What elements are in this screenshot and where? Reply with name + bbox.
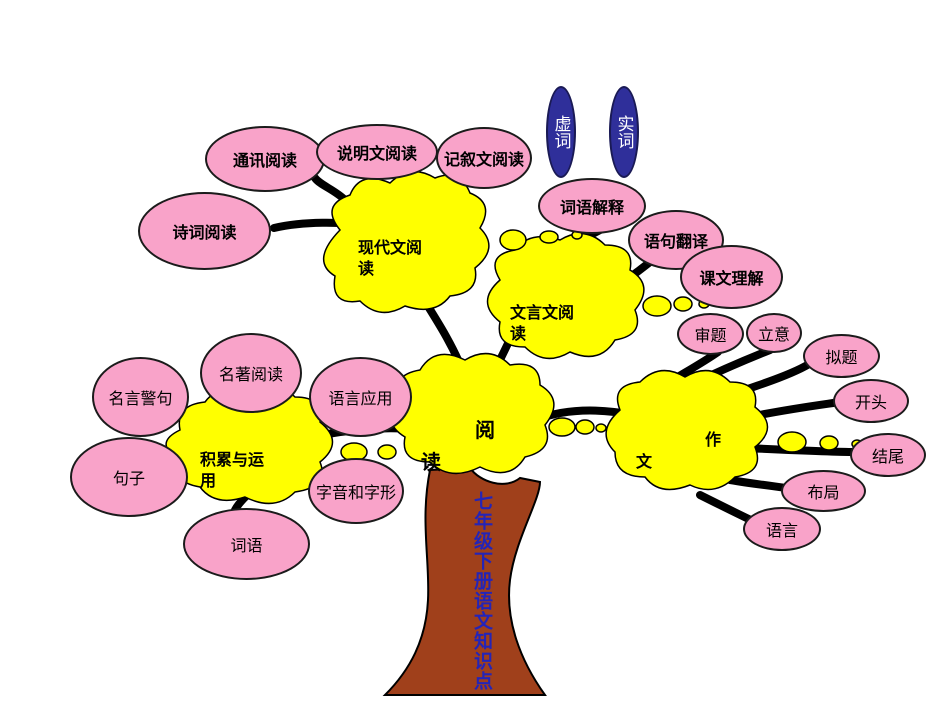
node-yuju-fanyi: 语句翻译 [628,210,724,270]
node-jixuwen-reading: 记叙文阅读 [436,127,532,189]
node-shenti: 审题 [677,313,744,355]
node-xuci: 虚词 [546,86,576,178]
node-ziyin-zixing: 字音和字形 [308,458,404,524]
bubble [548,417,576,437]
node-buju: 布局 [781,470,866,512]
bubble [377,444,397,460]
bubble [595,423,607,433]
node-yuyan: 语言 [743,507,821,551]
bubble [499,229,527,251]
node-mingzhu-reading: 名著阅读 [200,333,302,413]
bubble [642,295,672,317]
label-classical-reading: 文言文阅 读 [510,303,575,343]
label-accumulation: 积累与运 用 [200,450,265,490]
tree-trunk [382,466,547,696]
bubble [575,419,595,435]
cloud-center-reading [390,352,555,475]
node-niti: 拟题 [803,334,880,378]
bubble [673,296,693,312]
bubble [819,435,839,451]
node-ciyu-jieshi: 词语解释 [538,178,646,234]
label-writing-zuo: 作 [705,430,722,449]
label-modern-reading: 现代文阅 读 [358,238,423,278]
cloud-modern-reading [323,170,490,314]
label-center-du: 读 [421,450,441,474]
trunk-title: 七年级下册语文知识点 [471,491,493,691]
label-center-yue: 阅 [475,418,495,442]
node-shuomingwen-reading: 说明文阅读 [316,124,438,180]
cloud-writing [605,369,769,491]
label-writing-wen: 文 [636,452,653,471]
node-tongxun-reading: 通讯阅读 [205,126,325,192]
bubble [777,431,807,453]
node-ciyu: 词语 [183,508,310,580]
node-mingyan-jingju: 名言警句 [92,357,189,437]
node-kewen-lijie: 课文理解 [680,245,783,309]
node-liyi: 立意 [746,313,802,353]
node-jiewei: 结尾 [850,433,926,477]
bubble [539,230,559,244]
node-shici-word: 实词 [609,86,639,178]
node-shici-reading: 诗词阅读 [138,192,271,270]
node-kaitou: 开头 [833,379,909,423]
node-yuyan-yingyong: 语言应用 [309,357,412,437]
node-juzi: 句子 [70,437,188,517]
